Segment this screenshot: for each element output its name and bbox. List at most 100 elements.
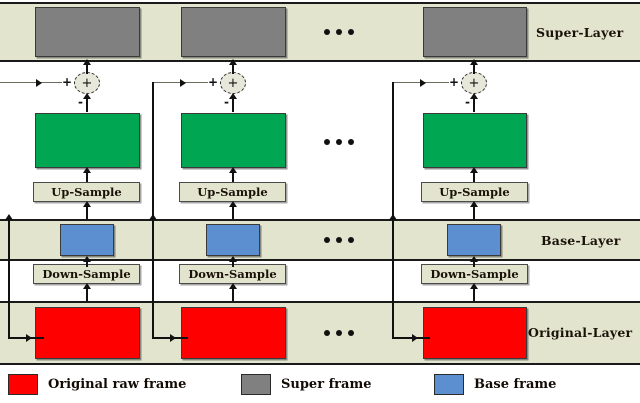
legend-label-original-raw-frame: Original raw frame (48, 377, 187, 392)
adder-3: + (461, 72, 487, 94)
adder-3-to-super-line (473, 62, 475, 74)
original-layer-ellipsis (324, 330, 354, 336)
base-layer-ellipsis (324, 237, 354, 243)
feedback-rail-3-to-red (392, 337, 430, 339)
original-layer-label: Original-Layer (528, 325, 633, 340)
up-sample-label-1: Up-Sample (51, 185, 122, 199)
upsample-1-to-green-arrow (83, 167, 91, 173)
downsample-3-to-base-arrow (470, 256, 478, 262)
feedback-rail-1-red-arrow (26, 334, 32, 342)
red-2-to-downsample-line (232, 286, 234, 304)
up-sample-box-3[interactable]: Up-Sample (421, 182, 528, 202)
adder-1-symbol: + (81, 75, 93, 91)
input-arrow-1 (36, 79, 42, 87)
enhancement-layer-ellipsis (324, 139, 354, 145)
blue-3-to-upsample-arrow (470, 201, 478, 207)
downsample-1-to-base-line (86, 261, 88, 267)
adder-1-to-super-arrow (83, 59, 91, 65)
blue-2-to-upsample-arrow (229, 201, 237, 207)
down-sample-box-3[interactable]: Down-Sample (421, 264, 528, 284)
upsample-2-to-green-line (232, 170, 234, 182)
original-frame-2 (181, 307, 286, 359)
blue-1-to-upsample-arrow (83, 201, 91, 207)
adder-2: + (220, 72, 246, 94)
super-layer-ellipsis (324, 29, 354, 35)
original-frame-3 (423, 307, 527, 359)
down-sample-label-1: Down-Sample (42, 267, 131, 281)
upsample-2-to-green-arrow (229, 167, 237, 173)
up-sample-label-3: Up-Sample (439, 185, 510, 199)
base-tap-arrow-1 (5, 214, 13, 220)
super-frame-2 (181, 7, 286, 57)
green-3-to-adder-arrow (470, 93, 478, 99)
upsample-3-to-green-line (473, 170, 475, 182)
enhancement-frame-3 (423, 113, 527, 168)
input-arrow-2 (180, 79, 186, 87)
down-sample-label-3: Down-Sample (430, 267, 519, 281)
blue-1-to-upsample-line (86, 204, 88, 220)
red-1-to-downsample-line (86, 286, 88, 304)
up-sample-box-2[interactable]: Up-Sample (179, 182, 286, 202)
feedback-rail-2 (152, 82, 154, 337)
adder-2-plus-sign: + (208, 75, 219, 89)
super-frame-1 (35, 7, 140, 57)
adder-2-minus-sign: - (224, 95, 229, 109)
adder-1-to-super-line (86, 62, 88, 74)
legend-swatch-base-frame (434, 374, 464, 395)
legend-item-super-frame: Super frame (241, 374, 371, 395)
super-layer-label: Super-Layer (536, 25, 624, 40)
up-sample-box-1[interactable]: Up-Sample (33, 182, 140, 202)
adder-3-to-super-arrow (470, 59, 478, 65)
enhancement-frame-1 (35, 113, 140, 168)
super-frame-3 (423, 7, 527, 57)
feedback-rail-2-red-arrow (170, 334, 176, 342)
upsample-1-to-green-line (86, 170, 88, 182)
downsample-1-to-base-arrow (83, 256, 91, 262)
down-sample-box-1[interactable]: Down-Sample (33, 264, 140, 284)
blue-2-to-upsample-line (232, 204, 234, 220)
green-3-to-adder-line (473, 96, 475, 112)
adder-1: + (74, 72, 100, 94)
legend-swatch-super-frame (241, 374, 271, 395)
enhancement-frame-2 (181, 113, 286, 168)
legend-label-base-frame: Base frame (474, 377, 557, 392)
red-2-to-downsample-arrow (229, 283, 237, 289)
downsample-2-to-base-line (232, 261, 234, 267)
feedback-rail-3 (392, 82, 394, 337)
feedback-rail-1 (8, 219, 10, 337)
downsample-3-to-base-line (473, 261, 475, 267)
green-2-to-adder-line (232, 96, 234, 112)
red-3-to-downsample-line (473, 286, 475, 304)
adder-3-minus-sign: - (465, 95, 470, 109)
input-line-1 (0, 82, 62, 84)
green-2-to-adder-arrow (229, 93, 237, 99)
adder-3-plus-sign: + (449, 75, 460, 89)
legend-item-base-frame: Base frame (434, 374, 556, 395)
up-sample-label-2: Up-Sample (197, 185, 268, 199)
down-sample-label-2: Down-Sample (188, 267, 277, 281)
red-1-to-downsample-arrow (83, 283, 91, 289)
base-layer-label: Base-Layer (541, 233, 621, 248)
legend-item-original-raw-frame: Original raw frame (8, 374, 186, 395)
green-1-to-adder-arrow (83, 93, 91, 99)
adder-2-to-super-line (232, 62, 234, 74)
adder-2-to-super-arrow (229, 59, 237, 65)
blue-3-to-upsample-line (473, 204, 475, 220)
legend-label-super-frame: Super frame (281, 377, 372, 392)
red-3-to-downsample-arrow (470, 283, 478, 289)
adder-2-symbol: + (227, 75, 239, 91)
original-frame-1 (35, 307, 140, 359)
feedback-rail-3-red-arrow (412, 334, 418, 342)
down-sample-box-2[interactable]: Down-Sample (179, 264, 286, 284)
base-frame-3 (447, 224, 501, 256)
upsample-3-to-green-arrow (470, 167, 478, 173)
base-frame-2 (206, 224, 260, 256)
legend-swatch-original-raw-frame (8, 374, 38, 395)
base-frame-1 (60, 224, 114, 256)
adder-1-plus-sign: + (62, 75, 73, 89)
green-1-to-adder-line (86, 96, 88, 112)
adder-3-symbol: + (468, 75, 480, 91)
legend: Original raw frame Super frame Base fram… (0, 366, 640, 403)
downsample-2-to-base-arrow (229, 256, 237, 262)
